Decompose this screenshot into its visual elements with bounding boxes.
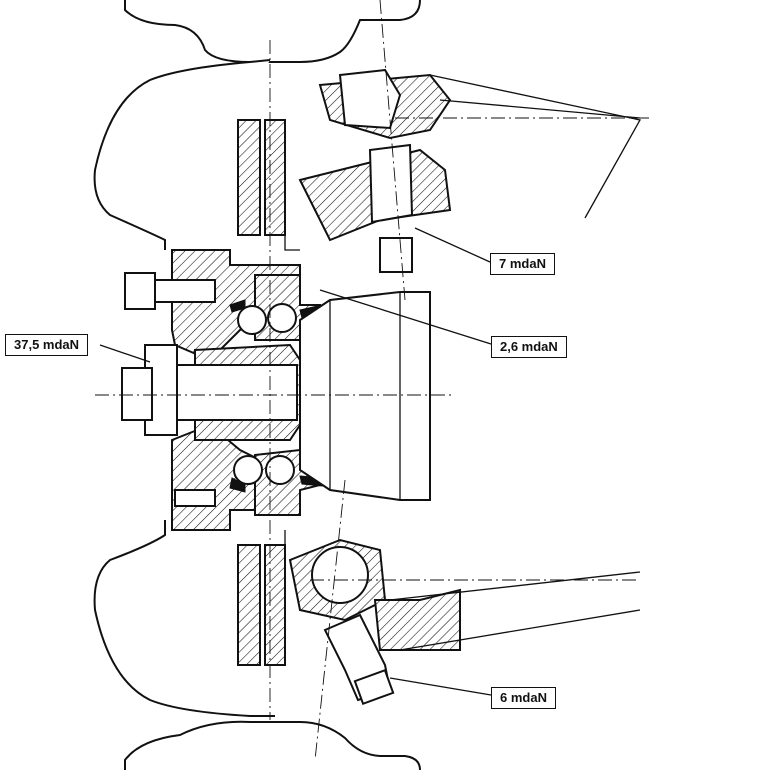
torque-label-bearing-bolt: 2,6 mdaN — [491, 336, 567, 358]
upper-ball-joint — [298, 68, 641, 273]
wheel-rim — [93, 0, 421, 770]
lower-ball-joint — [288, 538, 641, 706]
torque-label-hub-nut: 37,5 mdaN — [5, 334, 89, 356]
wheel-bolts — [124, 272, 216, 507]
torque-label-upper-ball-joint: 7 mdaN — [490, 253, 555, 275]
axis-lines — [95, 0, 650, 761]
hub-nut — [121, 344, 298, 436]
torque-label-lower-ball-joint: 6 mdaN — [491, 687, 556, 709]
leader-lines — [99, 227, 492, 696]
cv-joint-housing — [299, 291, 431, 501]
